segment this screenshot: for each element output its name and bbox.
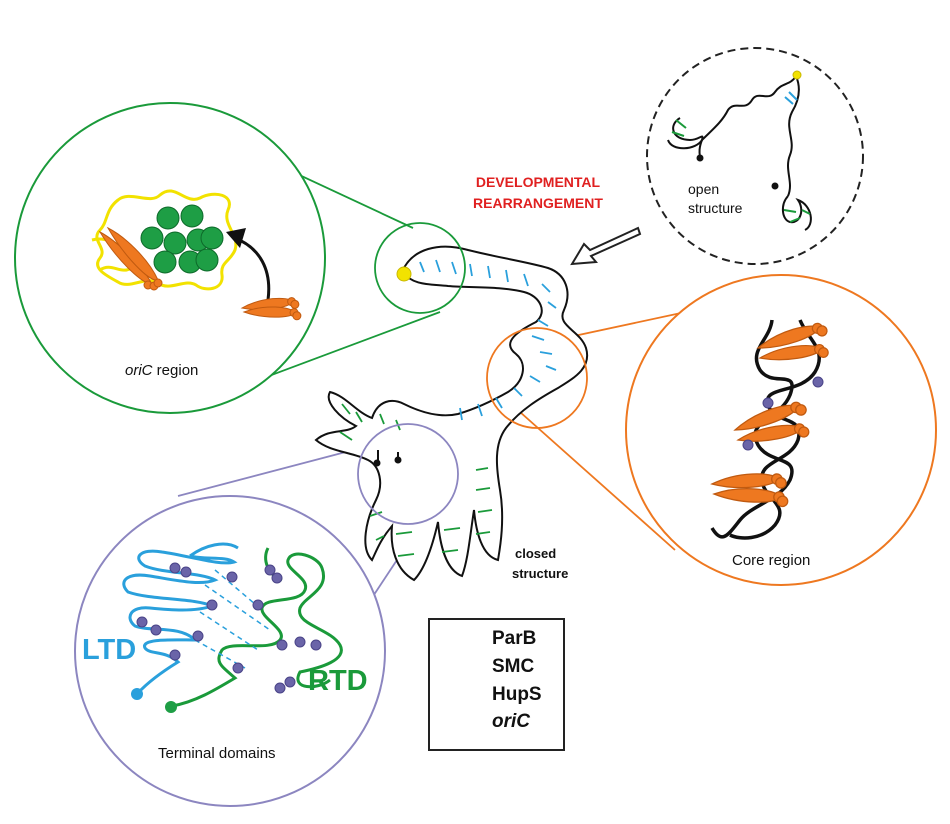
legend-item-label: ParB [492, 628, 537, 649]
legend-item-oric: oriC [430, 709, 567, 735]
legend-item-smc: SMC [430, 654, 567, 680]
open-structure-line-2: structure [688, 200, 743, 216]
core-strand-b [729, 319, 822, 540]
rtd-label: RTD [308, 665, 368, 697]
terminal-hups [136, 562, 322, 694]
rearrangement-arrow [570, 226, 642, 266]
open-structure-line-1: open [688, 181, 720, 197]
core-region-circle [625, 274, 937, 586]
legend-item-label: SMC [492, 656, 535, 677]
loading-arrow [234, 236, 271, 301]
closed-structure-label: closed structure [512, 544, 568, 584]
open-structure-circle [646, 47, 864, 265]
oric-yellow-loops [95, 189, 238, 291]
legend-item-hups: HupS [430, 682, 567, 708]
terminal-domains-label: Terminal domains [158, 745, 276, 762]
closed-structure-line-1: closed [515, 546, 557, 561]
legend: ParB SMC HupS oriC [428, 618, 565, 751]
core-region-label: Core region [732, 552, 811, 569]
developmental-rearrangement-title: DEVELOPMENTAL REARRANGEMENT [458, 172, 618, 214]
core-hups [742, 376, 824, 451]
open-structure-label: open structure [688, 180, 742, 218]
legend-item-label: HupS [492, 684, 542, 705]
legend-item-label: oriC [492, 711, 530, 732]
ltd-label: LTD [82, 634, 137, 666]
terminal-domains-circle [74, 495, 386, 807]
oric-region-label: oriC region [125, 362, 198, 379]
title-line-1: DEVELOPMENTAL [475, 174, 601, 190]
oric-dot [396, 266, 412, 282]
legend-item-parb: ParB [430, 626, 567, 652]
closed-structure-line-2: structure [512, 566, 569, 581]
core-blue-hatches [419, 259, 557, 421]
oric-region-label-italic: oriC [125, 362, 153, 379]
title-line-2: REARRANGEMENT [473, 195, 603, 211]
closed-chromosome [314, 245, 589, 582]
core-strand-a [710, 319, 794, 539]
oric-region-circle [14, 102, 326, 414]
core-zoom-ring [486, 327, 588, 429]
ltd-strand [122, 549, 238, 695]
oric-zoom-ring [374, 222, 466, 314]
open-chromosome-strand [701, 73, 800, 197]
terminal-link-dashes [194, 569, 271, 669]
terminal-zoom-ring [357, 423, 459, 525]
oric-region-label-rest: region [152, 362, 199, 379]
parb-cluster [140, 204, 224, 274]
oric-smc-complex [98, 226, 163, 291]
chromosome-outline [314, 245, 589, 582]
